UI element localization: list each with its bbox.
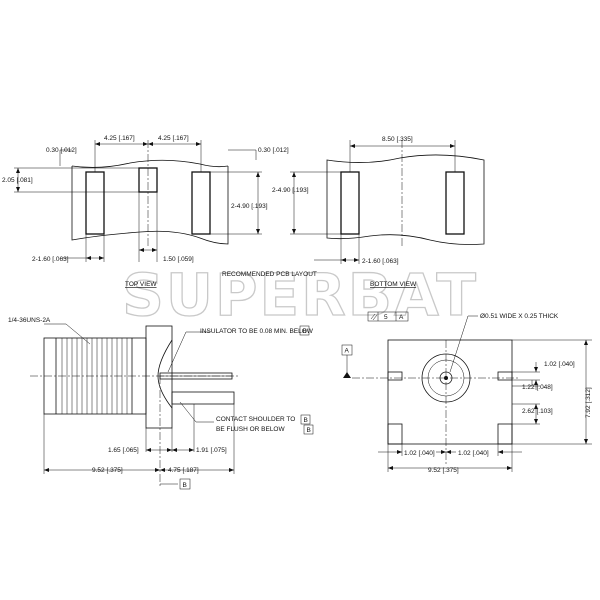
pcb-pad-right-bottom [445,171,465,235]
dim-center-height: 2.05 [.081] [2,177,33,184]
pcb-layout-bottom: 8.50 [.335] 2-4.90 [.193] 2-1.60 [.063] [272,136,485,265]
pcb-pad-left [85,171,105,235]
dim-pad-height: 2-4.90 [.193] [231,203,268,210]
tolerance-value: 5 [384,314,388,321]
note-contact-line-2: BE FLUSH OR BELOW [216,426,285,433]
dim-9-52-front: 9.52 [.375] [428,467,459,474]
dim-gap-right: 0.30 [.012] [258,147,289,154]
dim-9-52-side: 9.52 [.375] [92,467,123,474]
note-insulator: INSULATOR TO BE 0.08 MIN. BELOW [200,328,314,335]
pcb-pad-left-bottom [340,171,360,235]
dim-7-92: 7.92 [.312] [585,387,592,418]
connector-front-view: A 5 A Ø0.51 WIDE X 0.25 THICK 1.02 [.040… [341,311,592,474]
dim-center-width: 1.50 [.059] [163,256,194,263]
dim-pad-spacing: 8.50 [.335] [382,136,413,143]
dim-pad-width: 2-1.60 [.063] [32,256,69,263]
note-pin-size: Ø0.51 WIDE X 0.25 THICK [480,313,559,320]
watermark: SUPERBAT [122,261,478,329]
dim-pad-height-bottom: 2-4.90 [.193] [272,187,309,194]
dim-1-91: 1.91 [.075] [196,447,227,454]
dim-1-02-left: 1.02 [.040] [404,450,435,457]
dim-pad-width-bottom: 2-1.60 [.063] [362,258,399,265]
dim-pitch-left: 4.25 [.167] [104,135,135,142]
datum-b: B [183,482,187,489]
note-insulator-datum: B [303,328,307,335]
note-contact-datum: B [304,417,308,424]
dim-gap-left: 0.30 [.012] [46,147,77,154]
pcb-layout-title: RECOMMENDED PCB LAYOUT [222,271,317,278]
tolerance-frame [367,311,409,322]
note-contact-line-1: CONTACT SHOULDER TO [216,416,295,423]
note-contact-datum-2: B [307,427,311,434]
dim-1-22: 1.22 [.048] [522,384,553,391]
datum-a: A [345,348,350,355]
top-view-label: TOP VIEW [125,281,157,288]
connector-side-view: 1/4-36UNS-2A INSULATOR TO BE 0.08 MIN. B… [8,317,314,490]
dim-4-75: 4.75 [.187] [168,467,199,474]
dim-pitch-right: 4.25 [.167] [158,135,189,142]
pcb-layout-top: 4.25 [.167] 4.25 [.167] 0.30 [.012] 0.30… [2,135,289,263]
dim-1-02-center: 1.02 [.040] [458,450,489,457]
pcb-pad-right [191,171,211,235]
thread-spec: 1/4-36UNS-2A [8,317,51,324]
dim-1-65: 1.65 [.065] [108,447,139,454]
dim-2-62: 2.62 [.103] [522,408,553,415]
bottom-view-label: BOTTOM VIEW [370,281,417,288]
dim-1-02-right: 1.02 [.040] [544,361,575,368]
tolerance-datum: A [399,314,404,321]
